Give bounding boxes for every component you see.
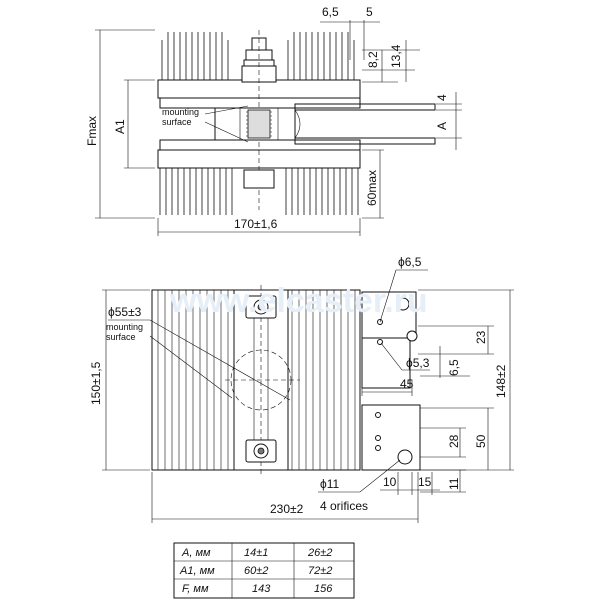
thyristor-disc — [214, 107, 296, 141]
dim-150-label: 150±1,5 — [89, 361, 103, 405]
dim-23-label: 23 — [474, 330, 488, 344]
watermark: www.elcaster.ru — [169, 282, 428, 320]
table-cell-value: 14±1 — [244, 547, 268, 559]
table-cell-value: 60±2 — [244, 565, 268, 577]
dim-4-label: 4 — [435, 94, 449, 101]
dim-230-label: 230±2 — [270, 502, 304, 516]
upper-fins — [161, 32, 355, 80]
dim-50-label: 50 — [474, 434, 488, 448]
busbar-plates — [294, 103, 436, 145]
dim-10-15: 10 15 — [380, 472, 440, 495]
heatsink-fin-lines — [157, 290, 356, 470]
dim-134-label: 13,4 — [389, 44, 403, 68]
mounting-label-top-2: surface — [162, 117, 192, 127]
mounting-label-bottom-1: mounting — [106, 322, 143, 332]
table-row: F, мм 143 156 — [182, 583, 333, 595]
dim-11-label: 11 — [447, 477, 461, 490]
dia-53-callout: ϕ5,3 — [380, 342, 430, 371]
dim-23: 23 — [418, 325, 494, 355]
top-clamp-bolt — [245, 295, 277, 319]
table-cell-value: 26±2 — [307, 547, 332, 559]
front-view: ϕ55±3 mounting surface 150±1,5 — [89, 255, 514, 523]
dim-82-label: 8,2 — [366, 51, 380, 68]
table-row: A1, мм 60±2 72±2 — [179, 565, 332, 577]
bottom-clamp-bolt — [245, 439, 277, 463]
dia-55-callout: ϕ55±3 mounting surface — [106, 305, 291, 401]
mounting-label-bottom-2: surface — [106, 332, 136, 342]
dim-15-label: 15 — [418, 475, 432, 489]
dim-10-label: 10 — [383, 475, 397, 489]
lower-terminal-lug — [361, 404, 421, 471]
dim-50: 50 — [420, 407, 494, 470]
lower-clamp-plate — [159, 139, 361, 151]
dim-65-label: 6,5 — [322, 5, 339, 19]
table-row: A, мм 14±1 26±2 — [181, 547, 332, 559]
side-view: Fmax A1 mounting surface 170±1,6 60max 6… — [85, 5, 462, 236]
fmax-dimension: Fmax — [85, 29, 155, 219]
table-cell-value: 143 — [252, 583, 271, 595]
table-cell-label: A, мм — [181, 547, 211, 559]
table-cell-value: 156 — [314, 583, 333, 595]
dim-6-5-label: 6,5 — [447, 359, 461, 376]
dia-11-callout: ϕ11 4 orifices — [318, 459, 401, 513]
dim-230: 230±2 — [151, 472, 419, 523]
dimension-table: A, мм 14±1 26±2 A1, мм 60±2 72±2 F, мм 1… — [173, 542, 355, 599]
width-170-label: 170±1,6 — [234, 217, 278, 231]
top-right-dims: 6,5 5 8,2 13,4 4 A — [320, 5, 462, 150]
60max-dimension: 60max — [362, 149, 384, 219]
a1-dimension: A1 — [113, 79, 155, 169]
width-dimension-top: 170±1,6 — [157, 217, 361, 236]
mounting-label-top-1: mounting — [162, 107, 199, 117]
lower-fins — [159, 168, 359, 215]
dim-a-label: A — [435, 122, 449, 130]
mounting-surface-callout-top: mounting surface — [162, 105, 249, 143]
dim-45-label: 45 — [400, 377, 414, 391]
fmax-label: Fmax — [85, 116, 99, 146]
dia-53-label: ϕ5,3 — [406, 356, 430, 370]
table-cell-label: F, мм — [182, 583, 209, 595]
lower-heatsink-base — [157, 149, 361, 169]
orifices-label: 4 orifices — [320, 499, 368, 513]
dim-28: 28 — [420, 427, 466, 458]
dim-11: 11 — [420, 469, 466, 493]
dia-55-label: ϕ55±3 — [108, 305, 142, 319]
table-cell-label: A1, мм — [179, 565, 215, 577]
dia-11-label: ϕ11 — [320, 477, 340, 491]
dim-148-label: 148±2 — [494, 364, 508, 398]
dim-45: 45 — [361, 377, 414, 396]
a1-label: A1 — [113, 119, 127, 134]
60max-label: 60max — [365, 170, 379, 206]
dim-150: 150±1,5 — [89, 289, 150, 471]
dim-28-label: 28 — [447, 434, 461, 448]
bottom-bolt-head — [243, 169, 275, 189]
table-cell-value: 72±2 — [308, 565, 332, 577]
dim-6-5: 6,5 — [420, 346, 470, 378]
dia-65-callout: ϕ6,5 — [379, 255, 428, 323]
dim-5-label: 5 — [366, 5, 373, 19]
dia-65-label: ϕ6,5 — [398, 255, 422, 269]
dim-148: 148±2 — [418, 289, 514, 471]
